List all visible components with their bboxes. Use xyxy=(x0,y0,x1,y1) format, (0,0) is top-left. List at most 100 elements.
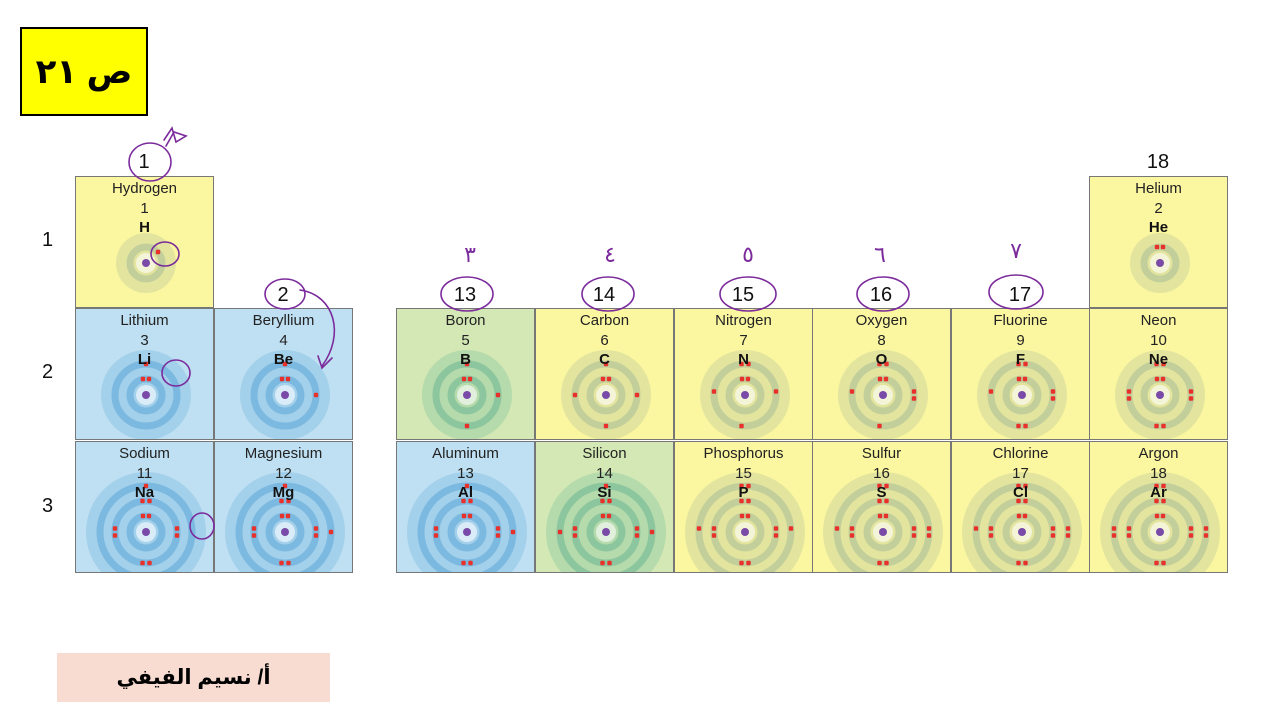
electron xyxy=(1111,526,1117,531)
author-label: أ/ نسيم الفيفي xyxy=(57,653,330,702)
electron-shell xyxy=(1140,243,1180,283)
element-symbol: Li xyxy=(137,351,152,368)
electron-shell xyxy=(1125,497,1195,567)
electron xyxy=(711,533,717,538)
element-name: Sulfur xyxy=(861,445,902,462)
electron-shell xyxy=(725,512,765,552)
atomic-number: 3 xyxy=(140,332,149,349)
electron xyxy=(1154,483,1159,489)
handwritten-valence-number: ٣ xyxy=(464,243,476,268)
electron xyxy=(788,526,794,531)
nucleus xyxy=(463,391,471,399)
electron xyxy=(834,526,840,531)
electron xyxy=(746,498,751,504)
nucleus xyxy=(879,391,887,399)
electron xyxy=(1016,376,1022,382)
electron-shell xyxy=(265,375,305,415)
electron xyxy=(461,498,466,504)
bohr-model-diagram xyxy=(962,472,1082,572)
ink-star xyxy=(163,126,188,147)
electron xyxy=(600,498,605,504)
electron xyxy=(1050,396,1056,401)
electron-shell xyxy=(265,512,305,552)
bohr-model-diagram xyxy=(823,472,943,572)
atomic-number: 16 xyxy=(873,465,890,482)
element-name: Neon xyxy=(1140,312,1177,329)
electron xyxy=(849,533,855,538)
group-label: 13 xyxy=(453,284,477,306)
atomic-number: 4 xyxy=(279,332,288,349)
electron xyxy=(884,560,889,566)
element-symbol: N xyxy=(738,351,749,368)
electron xyxy=(1023,498,1028,504)
bohr-model-diagram xyxy=(422,350,512,439)
element-symbol: Mg xyxy=(272,484,295,501)
electron xyxy=(572,533,578,538)
bohr-model-diagram xyxy=(561,350,651,439)
electron xyxy=(140,513,146,519)
electron-shell xyxy=(126,512,166,552)
electron xyxy=(1016,361,1021,367)
electron xyxy=(557,529,563,535)
electron-shell xyxy=(710,360,780,430)
electron xyxy=(739,361,744,367)
element-name: Helium xyxy=(1135,180,1182,197)
handwritten-valence-number: ٧ xyxy=(1010,239,1022,264)
electron xyxy=(112,526,118,531)
electron xyxy=(461,376,467,382)
electron xyxy=(746,361,751,367)
electron xyxy=(988,526,994,531)
handwritten-valence-number: ٦ xyxy=(874,243,886,268)
electron xyxy=(174,533,180,538)
electron xyxy=(279,513,285,519)
electron xyxy=(634,526,640,531)
element-symbol: F xyxy=(1015,351,1026,368)
group-label: 16 xyxy=(869,284,893,306)
electron xyxy=(739,423,744,429)
electron xyxy=(773,533,779,538)
nucleus xyxy=(1156,259,1164,267)
element-symbol: C xyxy=(599,351,610,368)
nucleus xyxy=(602,391,610,399)
electron xyxy=(773,389,779,394)
element-name: Silicon xyxy=(582,445,627,462)
bohr-model-diagram xyxy=(977,350,1067,439)
electron-shell xyxy=(586,375,626,415)
electron xyxy=(711,389,717,394)
electron-shell xyxy=(1125,360,1195,430)
group-label: 17 xyxy=(1008,284,1032,306)
electron-shell xyxy=(987,497,1057,567)
electron xyxy=(926,526,932,531)
electron xyxy=(607,498,612,504)
atomic-number: 14 xyxy=(596,465,613,482)
electron xyxy=(1022,376,1028,382)
nucleus xyxy=(1018,391,1026,399)
electron xyxy=(1154,361,1159,367)
atomic-number: 11 xyxy=(136,465,153,482)
atomic-number: 8 xyxy=(877,332,886,349)
bohr-model-diagram xyxy=(838,350,928,439)
element-name: Boron xyxy=(445,312,486,329)
electron xyxy=(600,376,606,382)
nucleus xyxy=(741,391,749,399)
element-name: Phosphorus xyxy=(703,445,784,462)
atomic-number: 5 xyxy=(461,332,470,349)
nucleus xyxy=(281,528,289,536)
electron xyxy=(147,560,152,566)
electron xyxy=(1111,533,1117,538)
electron xyxy=(911,389,917,394)
element-symbol: B xyxy=(460,351,471,368)
electron xyxy=(1050,389,1056,394)
bohr-model-diagram xyxy=(700,350,790,439)
electron xyxy=(461,513,467,519)
bohr-model-diagram xyxy=(1100,472,1220,572)
